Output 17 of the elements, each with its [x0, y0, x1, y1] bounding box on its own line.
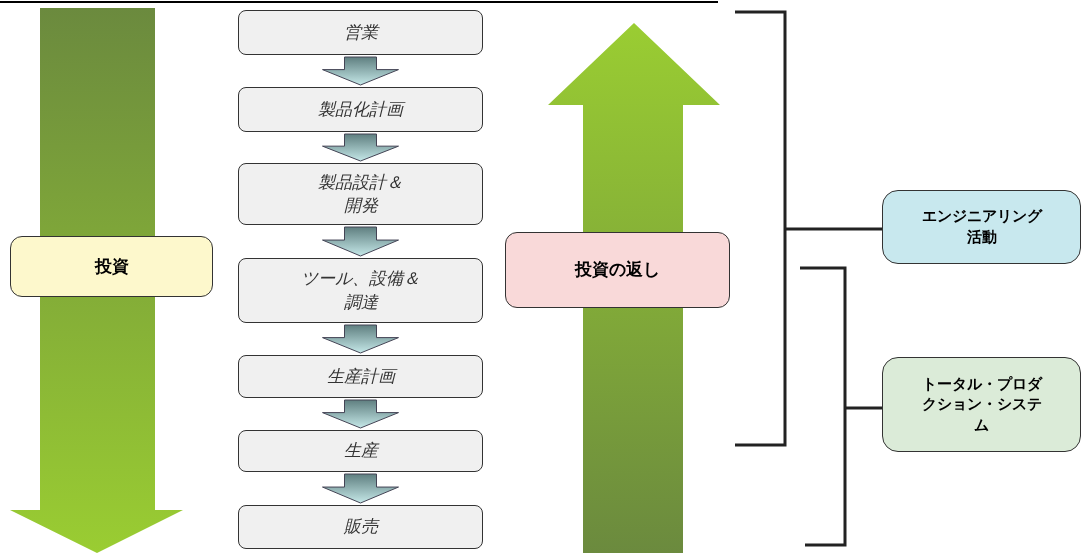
- process-box: 販売: [238, 505, 483, 549]
- down-arrow: [322, 473, 399, 504]
- investment-box: 投資: [10, 236, 213, 297]
- system-box: トータル・プロダクション・システム: [882, 357, 1081, 452]
- process-box: 製品設計＆開発: [238, 163, 483, 225]
- down-arrow: [322, 226, 399, 257]
- process-box: 生産計画: [238, 355, 483, 398]
- down-arrow: [322, 399, 399, 429]
- down-arrow: [322, 324, 399, 354]
- activity-box: エンジニアリング活動: [882, 190, 1081, 264]
- return-box: 投資の返し: [505, 232, 730, 308]
- process-box: 営業: [238, 10, 483, 55]
- process-box: ツール、設備＆調達: [238, 258, 483, 323]
- process-box: 生産: [238, 430, 483, 472]
- process-box: 製品化計画: [238, 87, 483, 132]
- down-arrow: [322, 133, 399, 162]
- down-arrow: [322, 56, 399, 86]
